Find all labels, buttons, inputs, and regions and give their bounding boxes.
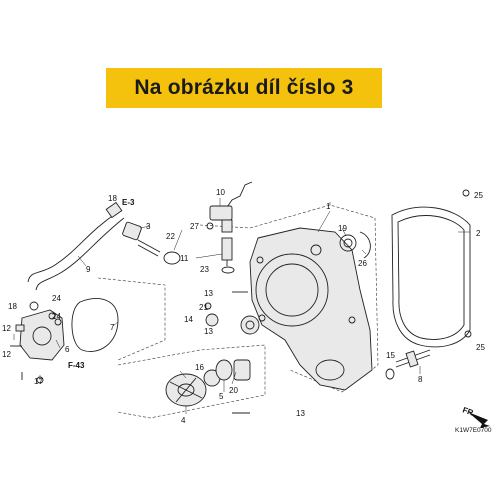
callout-14: 14: [184, 315, 193, 324]
callout-26: 26: [358, 259, 367, 268]
crankcase-cover: [249, 227, 373, 391]
bearing-20: [233, 359, 251, 381]
ref-f43: F-43: [68, 361, 85, 370]
callout-18-left: 18: [8, 302, 17, 311]
callout-2: 2: [476, 229, 481, 238]
callout-13-upper: 13: [204, 289, 213, 298]
callout-25-top: 25: [474, 191, 483, 200]
hose-clamp-18: [29, 301, 39, 311]
impeller-4: [165, 373, 207, 407]
callout-10: 10: [216, 188, 225, 197]
callout-labels: 1 2 3 4 5 6 7 8 9 10 11 12 12 13 13 13 1…: [2, 188, 485, 425]
front-arrow-icon: [468, 412, 490, 428]
oil-seal-19: [339, 234, 357, 252]
callout-20: 20: [229, 386, 238, 395]
callout-8: 8: [418, 375, 423, 384]
callout-19: 19: [338, 224, 347, 233]
diagram-code: K1W7E0700: [455, 427, 492, 434]
callout-21: 21: [199, 303, 208, 312]
callout-7: 7: [110, 323, 115, 332]
callout-3: 3: [146, 222, 151, 231]
water-pump-body: [15, 309, 65, 361]
o-ring-22: [163, 251, 181, 265]
callout-27: 27: [190, 222, 199, 231]
ref-e3: E-3: [122, 198, 135, 207]
title-banner-text: Na obrázku díl číslo 3: [134, 76, 354, 99]
front-direction-indicator: FR.: [461, 405, 490, 428]
callout-23: 23: [200, 265, 209, 274]
title-banner: Na obrázku díl číslo 3: [106, 68, 382, 108]
callout-13-middle: 13: [204, 327, 213, 336]
sensor-part-3: [122, 221, 161, 257]
leader-lines: [13, 198, 470, 414]
callout-12-top: 12: [2, 324, 11, 333]
oil-seal-19-inner: [343, 238, 353, 248]
callout-17: 17: [34, 377, 43, 386]
water-hose: [27, 201, 125, 291]
callout-22: 22: [166, 232, 175, 241]
callout-24-top: 24: [52, 294, 61, 303]
callout-9: 9: [86, 265, 91, 274]
callout-11: 11: [180, 254, 189, 263]
reference-labels: E-3 F-43: [68, 198, 135, 370]
washer-23: [221, 266, 235, 274]
callout-5: 5: [219, 392, 224, 401]
sensor-part-10: [209, 181, 253, 233]
callout-15: 15: [386, 351, 395, 360]
callout-18-top: 18: [108, 194, 117, 203]
callout-1: 1: [326, 202, 331, 211]
cover-gasket: [391, 206, 471, 348]
callout-4: 4: [181, 416, 186, 425]
o-ring-7: [71, 298, 119, 352]
seal-5: [215, 359, 233, 381]
bolts: [10, 189, 472, 414]
callout-13-lower: 13: [296, 409, 305, 418]
callout-16: 16: [195, 363, 204, 372]
callout-6: 6: [65, 345, 70, 354]
callout-25-bottom: 25: [476, 343, 485, 352]
callout-24-bottom: 24: [52, 312, 61, 321]
snap-ring-26: [359, 231, 371, 259]
sensor-part-11: [221, 237, 233, 266]
callout-12-bottom: 12: [2, 350, 11, 359]
pump-shaft-8: [385, 349, 431, 380]
